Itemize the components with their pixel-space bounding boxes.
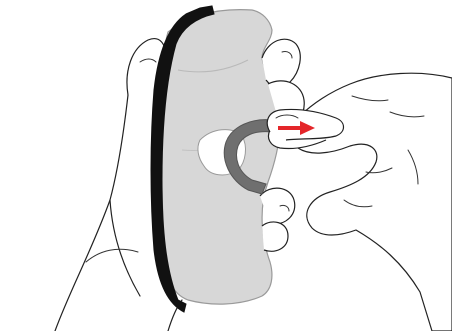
goggle-lens [161,10,280,304]
